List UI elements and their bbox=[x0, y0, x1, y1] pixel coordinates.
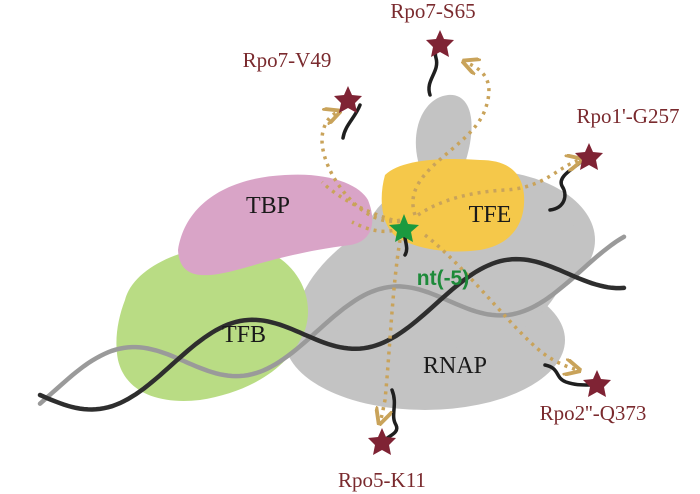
rpo7-s65-label: Rpo7-S65 bbox=[390, 0, 475, 23]
rpo2-q373-label: Rpo2''-Q373 bbox=[540, 401, 647, 425]
tbp-shape bbox=[178, 174, 373, 276]
arrow-rpo7-v49 bbox=[320, 112, 401, 223]
dna-strand-template bbox=[37, 234, 627, 406]
star-nt5 bbox=[389, 214, 419, 242]
tfb-label: TFB bbox=[222, 322, 266, 348]
distance-arrows bbox=[320, 62, 580, 422]
tail-rpo5-k11 bbox=[383, 388, 399, 442]
star-rpo1-g257 bbox=[575, 143, 603, 170]
nt5-label: nt(-5) bbox=[417, 267, 469, 290]
label-stars bbox=[334, 30, 611, 455]
dna-helix bbox=[37, 234, 627, 412]
rnap-label: RNAP bbox=[423, 353, 487, 379]
rpo5-k11-label: Rpo5-K11 bbox=[338, 468, 426, 492]
rpo1-g257-label: Rpo1'-G257 bbox=[577, 104, 680, 128]
tail-rpo2-q373 bbox=[543, 363, 592, 387]
arrow-rpo1-g257 bbox=[417, 160, 580, 217]
star-rpo7-v49 bbox=[334, 86, 362, 113]
star-rpo2-q373 bbox=[583, 370, 611, 397]
tbp-label: TBP bbox=[246, 193, 290, 219]
tfe-label: TFE bbox=[469, 202, 512, 228]
star-rpo5-k11 bbox=[368, 428, 396, 455]
tfb-shape bbox=[116, 245, 309, 401]
dna-strand-nontemplate bbox=[37, 256, 627, 412]
arrow-tbp-2 bbox=[320, 180, 401, 224]
star-rpo7-s65 bbox=[426, 30, 454, 57]
arrow-rpo2-q373 bbox=[423, 233, 578, 370]
arrow-tbp bbox=[351, 220, 401, 234]
rpo7-v49-label: Rpo7-V49 bbox=[243, 48, 332, 72]
tail-rpo7-v49 bbox=[341, 103, 362, 140]
arrow-rpo7-s65 bbox=[411, 62, 491, 216]
